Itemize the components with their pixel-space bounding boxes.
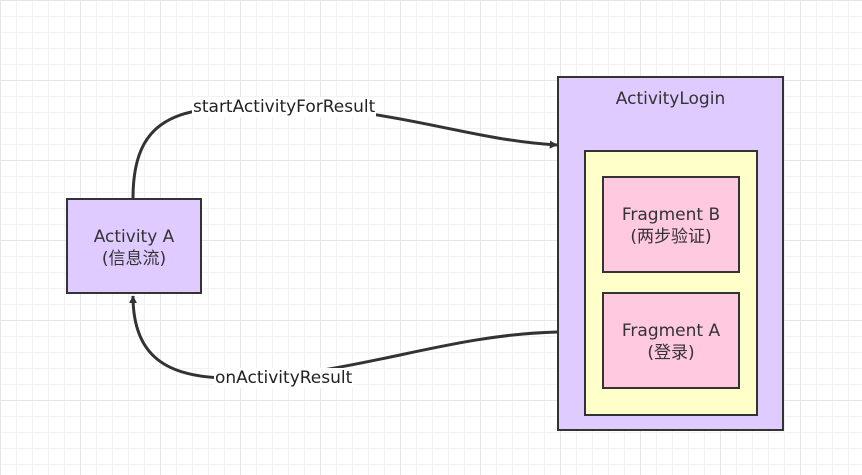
activity-a-title: Activity A (93, 227, 175, 247)
start-activity-arrow (131, 105, 558, 199)
fragment-a-subtitle: (登录) (647, 343, 695, 363)
activity-a-label: Activity A (信息流) (68, 226, 200, 270)
fragment-b-subtitle: (两步验证) (630, 227, 712, 247)
activity-a-subtitle: (信息流) (101, 249, 167, 269)
fragment-b-node: Fragment B (两步验证) (602, 176, 740, 273)
fragment-a-title: Fragment A (621, 321, 721, 341)
start-activity-label: startActivityForResult (192, 97, 377, 117)
activity-a-node: Activity A (信息流) (66, 198, 202, 294)
activity-login-label: ActivityLogin (559, 88, 782, 110)
on-result-label: onActivityResult (214, 368, 354, 388)
fragment-b-label: Fragment B (两步验证) (604, 204, 738, 248)
fragment-a-node: Fragment A (登录) (602, 292, 740, 389)
activity-login-title: ActivityLogin (615, 89, 726, 109)
fragment-b-title: Fragment B (621, 205, 721, 225)
fragment-a-label: Fragment A (登录) (604, 320, 738, 364)
on-result-arrow (129, 295, 558, 380)
